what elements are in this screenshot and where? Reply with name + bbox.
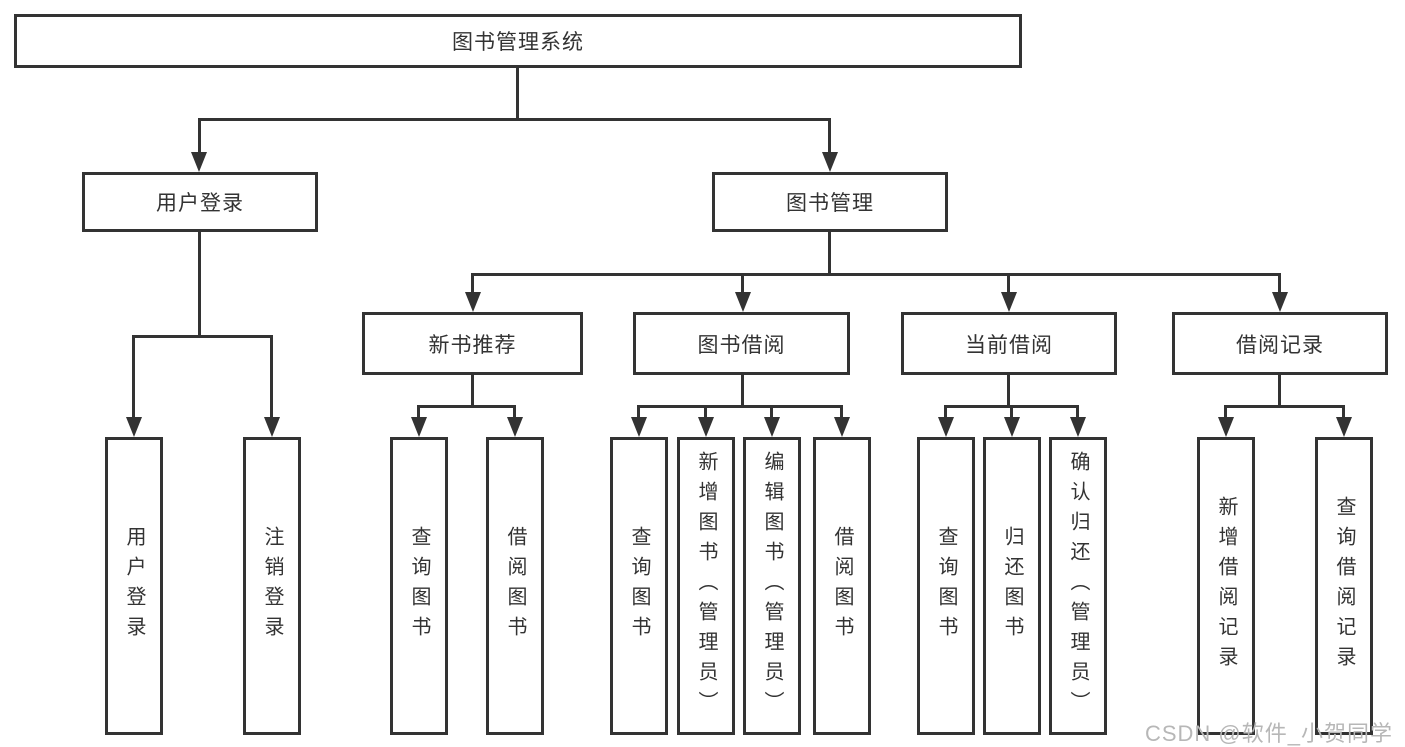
connector-to-new-book [471, 273, 474, 299]
leaf-current-confirm-return-admin: 确认归还（管理员） [1049, 437, 1107, 735]
arrow-to-borrow-records [1272, 292, 1288, 312]
connector-nb-borrow [513, 405, 516, 423]
leaf-current-query-books: 查询图书 [917, 437, 975, 735]
leaf-borrow-edit-books-admin: 编辑图书（管理员） [743, 437, 801, 735]
arrow-cb-return [1004, 417, 1020, 437]
connector-to-book-management [828, 118, 831, 160]
leaf-records-add-record: 新增借阅记录 [1197, 437, 1255, 735]
connector-to-leaf-logout [270, 335, 273, 419]
arrow-br-query [1336, 417, 1352, 437]
arrow-cb-query [938, 417, 954, 437]
leaf-newbook-borrow-books: 借阅图书 [486, 437, 544, 735]
leaf-newbook-query-books: 查询图书 [390, 437, 448, 735]
arrow-to-leaf-logout [264, 417, 280, 437]
connector-br-add [1224, 405, 1227, 423]
node-book-management: 图书管理 [712, 172, 948, 232]
arrow-bb-borrow [834, 417, 850, 437]
connector-bb-edit [770, 405, 773, 423]
connector-level3-rail [471, 273, 1281, 276]
arrow-to-user-login [191, 152, 207, 172]
connector-borrow-records-stem [1278, 375, 1281, 405]
arrow-nb-query [411, 417, 427, 437]
arrow-to-new-book [465, 292, 481, 312]
connector-to-leaf-user-login [132, 335, 135, 419]
arrow-br-add [1218, 417, 1234, 437]
connector-cb-confirm [1076, 405, 1079, 423]
leaf-borrow-add-books-admin: 新增图书（管理员） [677, 437, 735, 735]
leaf-current-return-books: 归还图书 [983, 437, 1041, 735]
arrow-nb-borrow [507, 417, 523, 437]
connector-new-book-stem [471, 375, 474, 405]
connector-to-book-borrow [741, 273, 744, 299]
node-root-library-management-system: 图书管理系统 [14, 14, 1022, 68]
node-new-book-recommend: 新书推荐 [362, 312, 583, 375]
connector-book-borrow-stem [741, 375, 744, 405]
connector-to-user-login [198, 118, 201, 160]
arrow-to-leaf-user-login [126, 417, 142, 437]
connector-current-borrow-stem [1007, 375, 1010, 405]
arrow-to-book-borrow [735, 292, 751, 312]
csdn-watermark: CSDN @软件_小贺同学 [1144, 721, 1393, 746]
connector-level1-rail [198, 118, 831, 121]
connector-bb-add [704, 405, 707, 423]
connector-bb-query [637, 405, 640, 423]
node-book-borrowing: 图书借阅 [633, 312, 850, 375]
node-borrowing-records: 借阅记录 [1172, 312, 1388, 375]
connector-bb-borrow [840, 405, 843, 423]
connector-nb-query [417, 405, 420, 423]
connector-cb-query [944, 405, 947, 423]
connector-new-book-rail [417, 405, 516, 408]
connector-book-borrow-rail [637, 405, 843, 408]
connector-to-borrow-records [1278, 273, 1281, 299]
connector-br-query [1342, 405, 1345, 423]
leaf-records-query-record: 查询借阅记录 [1315, 437, 1373, 735]
leaf-logout: 注销登录 [243, 437, 301, 735]
arrow-to-book-management [822, 152, 838, 172]
node-user-login: 用户登录 [82, 172, 318, 232]
arrow-cb-confirm [1070, 417, 1086, 437]
node-current-borrowing: 当前借阅 [901, 312, 1117, 375]
connector-book-management-stem [828, 232, 831, 273]
arrow-bb-add [698, 417, 714, 437]
leaf-borrow-borrow-books: 借阅图书 [813, 437, 871, 735]
arrow-bb-edit [764, 417, 780, 437]
arrow-to-current-borrow [1001, 292, 1017, 312]
connector-borrow-records-rail [1224, 405, 1345, 408]
connector-cb-return [1010, 405, 1013, 423]
connector-root-stem [516, 68, 519, 120]
connector-user-login-rail [132, 335, 273, 338]
connector-user-login-stem [198, 232, 201, 335]
connector-to-current-borrow [1007, 273, 1010, 299]
leaf-borrow-query-books: 查询图书 [610, 437, 668, 735]
leaf-user-login: 用户登录 [105, 437, 163, 735]
arrow-bb-query [631, 417, 647, 437]
